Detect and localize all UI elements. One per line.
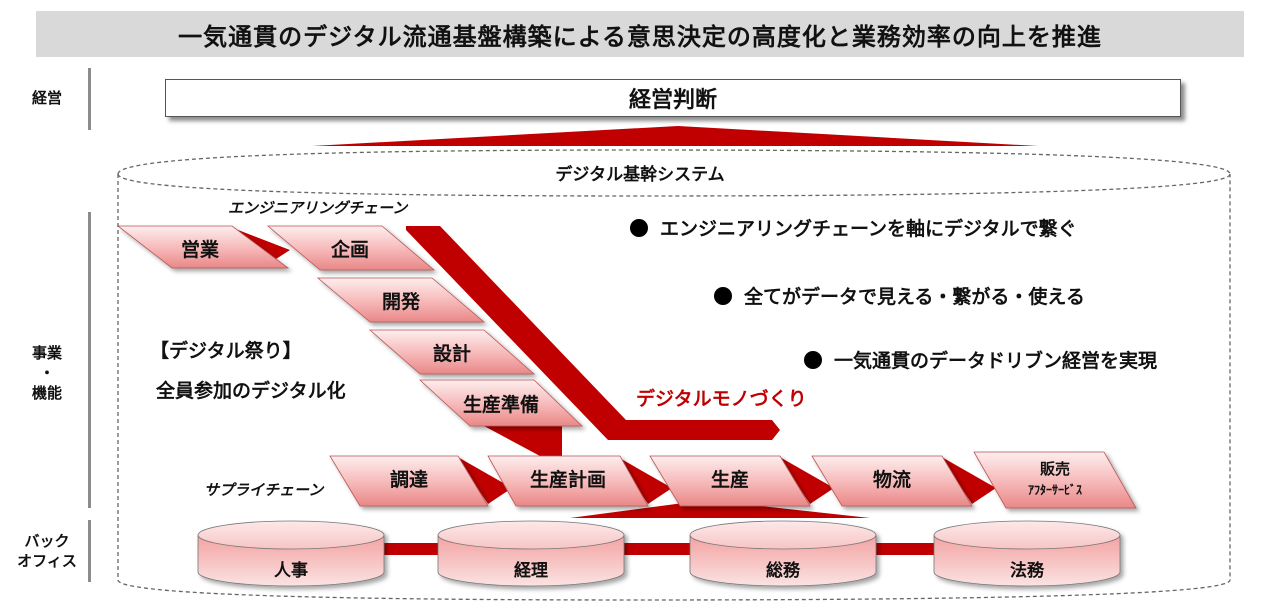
bullet-1: エンジニアリングチェーンを軸にデジタルで繋ぐ: [630, 214, 1077, 241]
side-label-business-line1: 事業: [31, 344, 62, 362]
cylinder-accounting: [437, 520, 625, 587]
supply-box-production: [649, 455, 811, 507]
bullet-dot-icon: [714, 287, 732, 305]
eng-box-planning: [266, 225, 436, 271]
management-decision-box: 経営判断: [165, 79, 1181, 117]
side-label-back-office: バック オフィス: [14, 528, 80, 574]
side-label-back-office-line1: バック: [24, 532, 70, 550]
supply-chain-boxes: [329, 451, 1137, 509]
back-office-label-general-affairs: 総務: [766, 560, 801, 581]
back-office-cylinders: [197, 520, 1121, 587]
engineering-chain-label: エンジニアリングチェーン: [228, 199, 408, 217]
bullet-3: 一気通貫のデータドリブン経営を実現: [804, 346, 1157, 373]
side-label-management: 経営: [31, 89, 62, 107]
digital-monozukuri-label: デジタルモノづくり: [636, 388, 807, 410]
cylinder-general-affairs: [689, 520, 877, 587]
supply-chain-label: サプライチェーン: [204, 481, 324, 499]
back-office-up-arrow: [570, 500, 870, 518]
bullet-2-text: 全てがデータで見える・繋がる・使える: [744, 286, 1085, 308]
sales-to-planning-arrow: [238, 230, 290, 268]
supply-label-aftersales: ｱﾌﾀｰｻｰﾋﾞｽ: [1028, 482, 1082, 497]
back-office-label-hr: 人事: [274, 561, 308, 581]
engineering-chain-boxes: [116, 225, 583, 427]
eng-box-sales: [116, 225, 290, 269]
supply-box-logistics: [811, 455, 973, 507]
back-office-label-legal: 法務: [1010, 560, 1045, 581]
side-divider-back-office: [88, 520, 91, 582]
festival-subtitle: 全員参加のデジタル化: [156, 380, 346, 402]
bullet-3-text: 一気通貫のデータドリブン経営を実現: [834, 350, 1158, 372]
supply-chain-arrows: [456, 456, 996, 504]
eng-label-sales: 営業: [181, 238, 220, 261]
supply-label-sales: 販売: [1040, 460, 1070, 478]
page-title: 一気通貫のデジタル流通基盤構築による意思決定の高度化と業務効率の向上を推進: [36, 11, 1244, 57]
digital-core-system-container: [117, 149, 1231, 601]
prep-to-planning-arrow: [484, 426, 562, 456]
side-label-business: 事業 ・ 機能: [22, 338, 72, 408]
bullet-dot-icon: [630, 219, 648, 237]
eng-label-design: 設計: [433, 342, 471, 365]
eng-label-production-prep: 生産準備: [463, 393, 539, 416]
supply-box-procurement: [329, 455, 489, 507]
back-office-label-accounting: 経理: [514, 560, 548, 581]
cylinder-hr: [197, 520, 385, 587]
side-label-business-line3: 機能: [31, 384, 62, 402]
eng-box-design: [368, 329, 536, 375]
side-divider-business: [88, 212, 91, 508]
eng-box-development: [316, 277, 486, 323]
supply-box-production-planning: [487, 455, 649, 507]
side-label-business-line2: ・: [39, 364, 55, 382]
side-divider-management: [88, 68, 91, 130]
supply-box-sales-aftersales: [973, 451, 1137, 509]
upward-arrow-to-management: [312, 126, 1038, 146]
bullet-2: 全てがデータで見える・繋がる・使える: [714, 282, 1085, 309]
digital-core-system-label: デジタル基幹システム: [555, 165, 725, 185]
engineering-chain-arrow: [406, 226, 780, 440]
eng-box-production-prep: [418, 379, 583, 427]
festival-heading: 【デジタル祭り】: [150, 340, 302, 362]
cylinder-legal: [933, 520, 1121, 587]
supply-label-procurement: 調達: [390, 468, 428, 491]
supply-label-logistics: 物流: [873, 468, 911, 491]
eng-label-planning: 企画: [330, 238, 369, 261]
supply-label-production: 生産: [711, 468, 749, 491]
supply-label-production-planning: 生産計画: [530, 468, 606, 491]
bullet-1-text: エンジニアリングチェーンを軸にデジタルで繋ぐ: [660, 218, 1077, 240]
eng-label-development: 開発: [382, 290, 421, 313]
side-label-back-office-line2: オフィス: [17, 552, 77, 570]
bullet-dot-icon: [804, 351, 822, 369]
